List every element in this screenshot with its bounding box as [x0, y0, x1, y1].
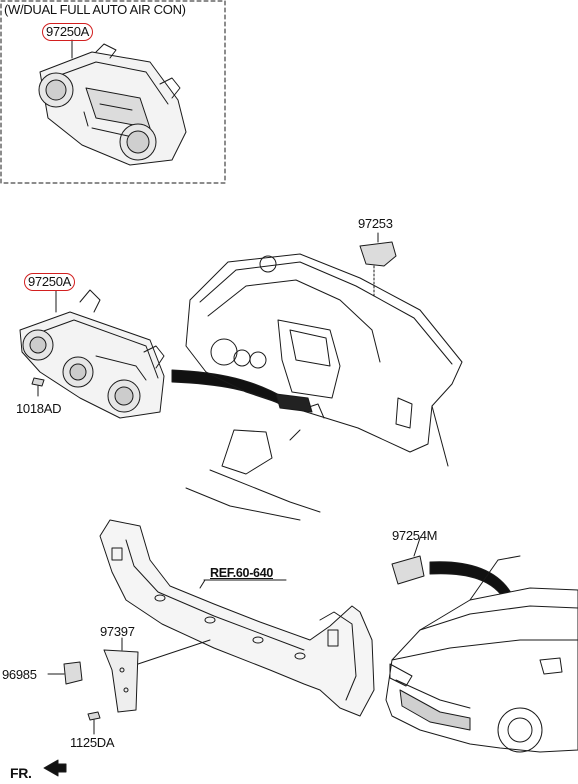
heater-control-unit: [19, 289, 165, 419]
sensor-96985: [47, 661, 83, 685]
inset-part-number: 97250A: [42, 23, 94, 41]
screw-bottom-part-number: 1125DA: [70, 735, 115, 750]
screw-top-part-number: 1018AD: [16, 401, 62, 416]
heater-control-part-number: 97250A: [24, 273, 76, 291]
dash-sensor-part-number: 97253: [358, 216, 393, 231]
ambient-sensor-part-number: 97254M: [392, 528, 438, 543]
front-direction-arrow: [43, 759, 67, 777]
inset-title: (W/DUAL FULL AUTO AIR CON): [4, 2, 186, 17]
sensor-97254m: [391, 537, 515, 603]
front-crossmember: [99, 519, 375, 717]
car-front: [385, 555, 578, 753]
screw-1125da: [87, 711, 101, 735]
bracket-part-number: 97397: [100, 624, 135, 639]
front-label: FR.: [10, 765, 32, 781]
inset-frame: [0, 0, 226, 184]
ref-label: REF.60-640: [210, 566, 274, 580]
bracket-97397: [103, 637, 211, 713]
sensor-97253: [359, 232, 397, 297]
small-sensor-part-number: 96985: [2, 667, 37, 682]
dashboard-assembly: [185, 253, 463, 521]
inset-climate-control-unit: [38, 39, 187, 166]
screw-1018ad: [31, 377, 45, 397]
